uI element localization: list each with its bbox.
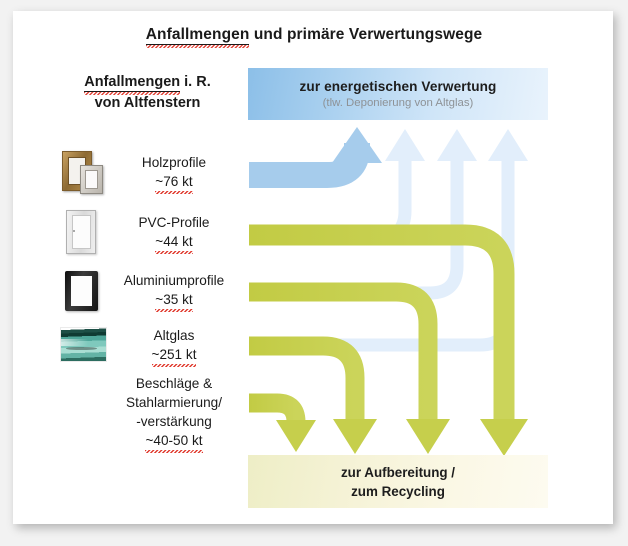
destination-energy-subtitle: (tlw. Deponierung von Altglas) xyxy=(322,97,474,109)
material-name: Aluminiumprofile xyxy=(123,273,225,288)
material-label-beschlaege: Beschläge & Stahlarmierung/ -verstärkung… xyxy=(108,374,240,453)
pvc-window-icon xyxy=(60,208,108,256)
destination-energy-box: zur energetischen Verwertung (tlw. Depon… xyxy=(248,68,548,120)
left-heading-line2: von Altfenstern xyxy=(94,95,201,111)
material-label-holzprofile: Holzprofile ~76 kt xyxy=(108,153,240,194)
material-name: Holzprofile xyxy=(141,155,207,170)
no-icon-placeholder xyxy=(60,388,108,436)
left-heading-line1: Anfallmengen i. R. xyxy=(55,72,240,93)
destination-recycling-title: zur Aufbereitung / xyxy=(340,464,456,480)
material-label-pvc-profile: PVC-Profile ~44 kt xyxy=(108,213,240,254)
material-row-altglas: Altglas ~251 kt xyxy=(60,321,240,369)
old-glass-icon xyxy=(60,321,108,369)
material-amount: ~251 kt xyxy=(151,347,197,367)
material-row-pvc-profile: PVC-Profile ~44 kt xyxy=(60,208,240,256)
page-title-underlined: Anfallmengen xyxy=(145,26,250,45)
material-row-beschlaege: Beschläge & Stahlarmierung/ -verstärkung… xyxy=(60,374,240,453)
material-amount: ~40-50 kt xyxy=(145,433,203,453)
destination-energy-title: zur energetischen Verwertung xyxy=(299,79,497,94)
destination-recycling-box: zur Aufbereitung / zum Recycling xyxy=(248,455,548,508)
material-label-aluminiumprofile: Aluminiumprofile ~35 kt xyxy=(108,271,240,312)
material-label-altglas: Altglas ~251 kt xyxy=(108,326,240,367)
left-heading-rest: i. R. xyxy=(180,74,211,90)
material-name: Altglas xyxy=(153,328,195,343)
material-name-3: -verstärkung xyxy=(136,414,212,429)
material-name: PVC-Profile xyxy=(138,215,210,230)
wood-window-icon xyxy=(60,148,108,196)
left-column-heading: Anfallmengen i. R. von Altfenstern xyxy=(55,72,240,114)
left-heading-underlined: Anfallmengen xyxy=(84,74,181,92)
material-amount: ~44 kt xyxy=(155,234,194,254)
aluminium-frame-icon xyxy=(60,266,108,314)
page-title-rest: und primäre Verwertungswege xyxy=(249,26,483,43)
destination-recycling-subtitle: zum Recycling xyxy=(351,483,445,499)
page-title: Anfallmengen und primäre Verwertungswege xyxy=(0,26,628,45)
material-row-aluminiumprofile: Aluminiumprofile ~35 kt xyxy=(60,266,240,314)
material-amount: ~76 kt xyxy=(155,174,194,194)
material-name-2: Stahlarmierung/ xyxy=(126,395,222,410)
material-amount: ~35 kt xyxy=(155,292,194,312)
material-name: Beschläge & xyxy=(135,376,213,391)
material-row-holzprofile: Holzprofile ~76 kt xyxy=(60,148,240,196)
